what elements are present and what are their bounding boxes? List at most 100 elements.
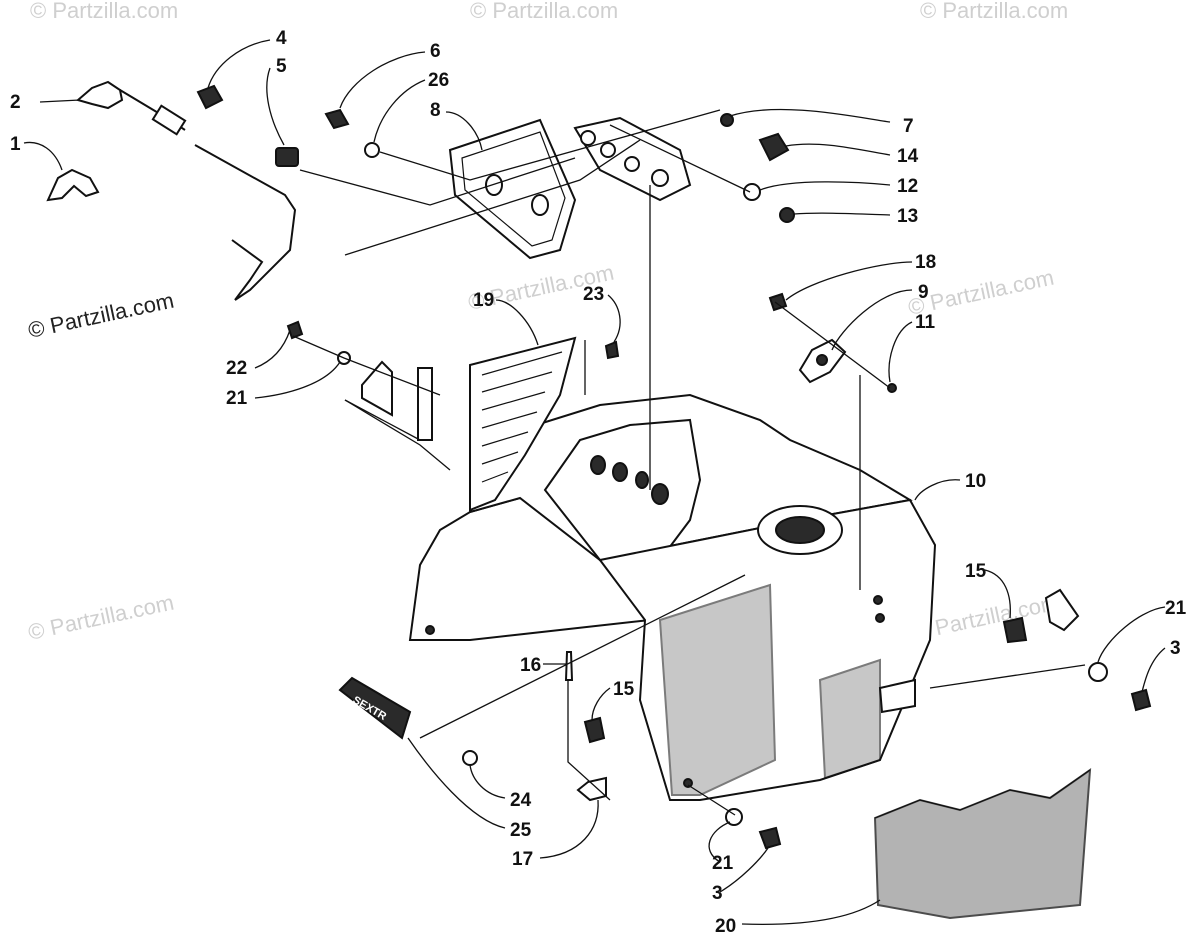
dash-hole-1 [590, 455, 606, 475]
part-15-clip-lower [583, 716, 606, 744]
part-7-nut [720, 113, 734, 127]
console-side-shade [658, 583, 777, 796]
callout-21-left: 21 [226, 388, 248, 409]
assembly-line-cable [344, 139, 641, 256]
callout-23: 23 [583, 284, 604, 305]
leader-14 [785, 143, 891, 156]
part-22-screw [286, 320, 304, 340]
leader-22 [254, 329, 291, 369]
callout-6: 6 [430, 41, 441, 62]
bezel-hole-3 [624, 156, 640, 172]
part-9-grommet-hole [816, 354, 828, 366]
callout-18: 18 [915, 252, 936, 273]
callout-13: 13 [897, 206, 918, 227]
callout-3-right: 3 [1170, 638, 1181, 659]
assembly-line-bottom-screw [687, 784, 736, 816]
part-1-lever [46, 168, 100, 202]
callout-26: 26 [428, 70, 449, 91]
leader-21-left [254, 361, 341, 399]
leader-lines [23, 39, 1166, 925]
leader-9 [831, 289, 913, 351]
watermark-low-right: © Partzilla.com [911, 590, 1061, 645]
watermark-top-left: © Partzilla.com [30, 0, 178, 23]
callout-19: 19 [473, 290, 494, 311]
leader-26 [373, 79, 426, 143]
plate-hole-1 [485, 174, 503, 196]
leader-17 [539, 799, 599, 859]
leader-3-bottom [719, 847, 769, 893]
belly-pan [873, 767, 1092, 920]
part-24-nut [462, 750, 478, 766]
callout-16: 16 [520, 655, 541, 676]
assembly-line-switch [299, 157, 576, 206]
part-13-nut [779, 207, 795, 223]
leader-21-bottom [708, 821, 731, 863]
part-8-decal-inner [461, 131, 566, 247]
leader-21-right [1097, 606, 1166, 663]
callout-4: 4 [276, 28, 287, 49]
cable-sleeve [151, 104, 187, 136]
leader-12 [759, 181, 891, 191]
callout-14: 14 [897, 146, 919, 167]
callout-3-bottom: 3 [712, 883, 723, 904]
callout-15-lower: 15 [613, 679, 635, 700]
assembly-line-left-bracket [292, 335, 441, 396]
part-15-clip-right [1002, 616, 1028, 644]
callout-9: 9 [918, 282, 929, 303]
leader-6 [339, 51, 426, 109]
belly-pan-edge [874, 769, 1091, 819]
assembly-line-left-lower [344, 399, 451, 471]
leader-15-lower [591, 687, 611, 721]
part-25-emblem [338, 676, 412, 740]
part-21-washer-right [1088, 662, 1108, 682]
right-bracket-tab [878, 678, 916, 714]
part-14-clip [758, 132, 790, 162]
upper-parts [46, 80, 897, 441]
watermark-top-right: © Partzilla.com [920, 0, 1068, 23]
plate-hole-2 [531, 194, 549, 216]
gasket-strip [417, 367, 433, 441]
bezel-hole-1 [580, 130, 596, 146]
left-bracket-plate [361, 360, 393, 417]
part-3-screw-bottom [758, 826, 782, 850]
leader-8 [445, 111, 483, 151]
callout-21-bottom: 21 [712, 853, 734, 874]
leader-5 [266, 67, 285, 146]
part-16-pin [564, 651, 574, 681]
callout-11: 11 [915, 312, 936, 333]
grille [469, 336, 577, 512]
leader-24 [469, 764, 506, 799]
leader-18 [785, 261, 913, 301]
part-4-knob [196, 84, 224, 110]
bezel-hole-4 [651, 169, 669, 187]
cable-lower [194, 144, 297, 301]
grille-frame [469, 336, 577, 512]
part-11-nut [887, 383, 897, 393]
assembly-line-bezel [609, 124, 751, 193]
console-body [408, 393, 937, 801]
console-right-shade [818, 658, 881, 780]
right-mount-bracket [1044, 588, 1080, 632]
part-12-washer [743, 183, 761, 201]
assembly-line-right-mount [929, 664, 1086, 689]
mount-hole-1 [873, 595, 883, 605]
callout-20: 20 [715, 916, 736, 937]
part-2-handle [75, 80, 124, 110]
leader-1 [23, 141, 63, 171]
part-8-decal-plate [448, 118, 577, 260]
watermark-main: © Partzilla.com [26, 288, 176, 343]
leader-13 [793, 212, 891, 216]
watermark-top-center: © Partzilla.com [470, 0, 618, 23]
callout-17: 17 [512, 849, 533, 870]
leader-15-right [984, 569, 1011, 619]
mount-hole-3 [425, 625, 435, 635]
leader-20 [741, 899, 881, 925]
callout-22: 22 [226, 358, 247, 379]
leader-7 [729, 108, 891, 123]
callout-21-right: 21 [1165, 598, 1187, 619]
leader-11 [888, 321, 913, 383]
callout-8: 8 [430, 100, 441, 121]
grille-slats [481, 351, 563, 483]
callout-10: 10 [965, 471, 986, 492]
